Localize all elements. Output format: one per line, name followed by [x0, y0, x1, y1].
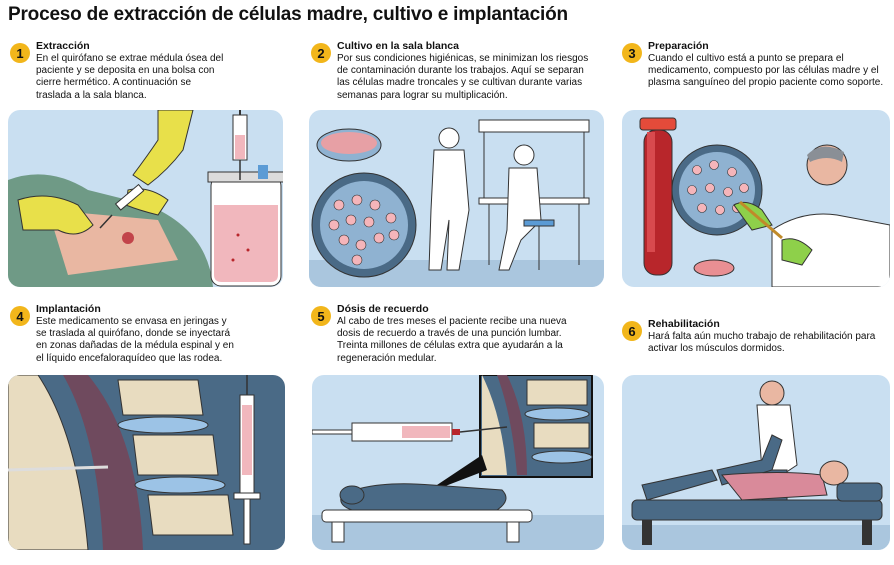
lab-worker-standing — [428, 127, 470, 271]
step-number-badge: 3 — [622, 43, 642, 63]
petri-dish-icon — [311, 172, 417, 278]
illustration-preparacion — [622, 110, 890, 287]
illustration-extraccion — [8, 110, 283, 287]
step-description: Cuando el cultivo está a punto se prepar… — [648, 53, 884, 89]
treatment-table — [631, 499, 883, 521]
step-number-badge: 2 — [311, 43, 331, 63]
illustration-implantacion — [8, 375, 285, 550]
syringe-vertical-icon — [232, 110, 248, 180]
step-title: Preparación — [648, 40, 709, 52]
patient-lying — [339, 483, 507, 511]
lumbar-inset — [479, 375, 593, 478]
blood-tube-icon — [639, 117, 677, 276]
patient-lying — [641, 434, 849, 501]
spine-cross-section — [8, 375, 234, 550]
needle — [8, 465, 109, 472]
step-description: Al cabo de tres meses el paciente recibe… — [337, 316, 567, 364]
step-title: Rehabilitación — [648, 318, 720, 330]
step-title: Dósis de recuerdo — [337, 303, 429, 315]
syringe-icon — [99, 183, 145, 229]
step-description: En el quirófano se extrae médula ósea de… — [36, 53, 224, 101]
syringe-horizontal-icon — [312, 422, 508, 442]
exam-table — [321, 509, 533, 523]
syringe-vertical-icon — [233, 375, 261, 545]
illustration-cultivo — [309, 110, 604, 287]
step-number-badge: 5 — [311, 306, 331, 326]
marrow-bag-icon — [207, 165, 283, 287]
step-title: Cultivo en la sala blanca — [337, 40, 459, 52]
step-description: Hará falta aún mucho trabajo de rehabili… — [648, 331, 876, 355]
step-title: Implantación — [36, 303, 101, 315]
step-number-badge: 1 — [10, 43, 30, 63]
illustration-rehabilitacion — [622, 375, 890, 550]
step-number-badge: 4 — [10, 306, 30, 326]
doctor-figure — [733, 144, 890, 287]
step-title: Extracción — [36, 40, 90, 52]
illustration-dosis-recuerdo — [312, 375, 604, 550]
page-title: Proceso de extracción de células madre, … — [8, 4, 568, 25]
step-description: Este medicamento se envasa en jeringas y… — [36, 316, 234, 364]
lab-worker-seated — [498, 144, 555, 271]
step-number-badge: 6 — [622, 321, 642, 341]
step-description: Por sus condiciones higiénicas, se minim… — [337, 53, 589, 101]
